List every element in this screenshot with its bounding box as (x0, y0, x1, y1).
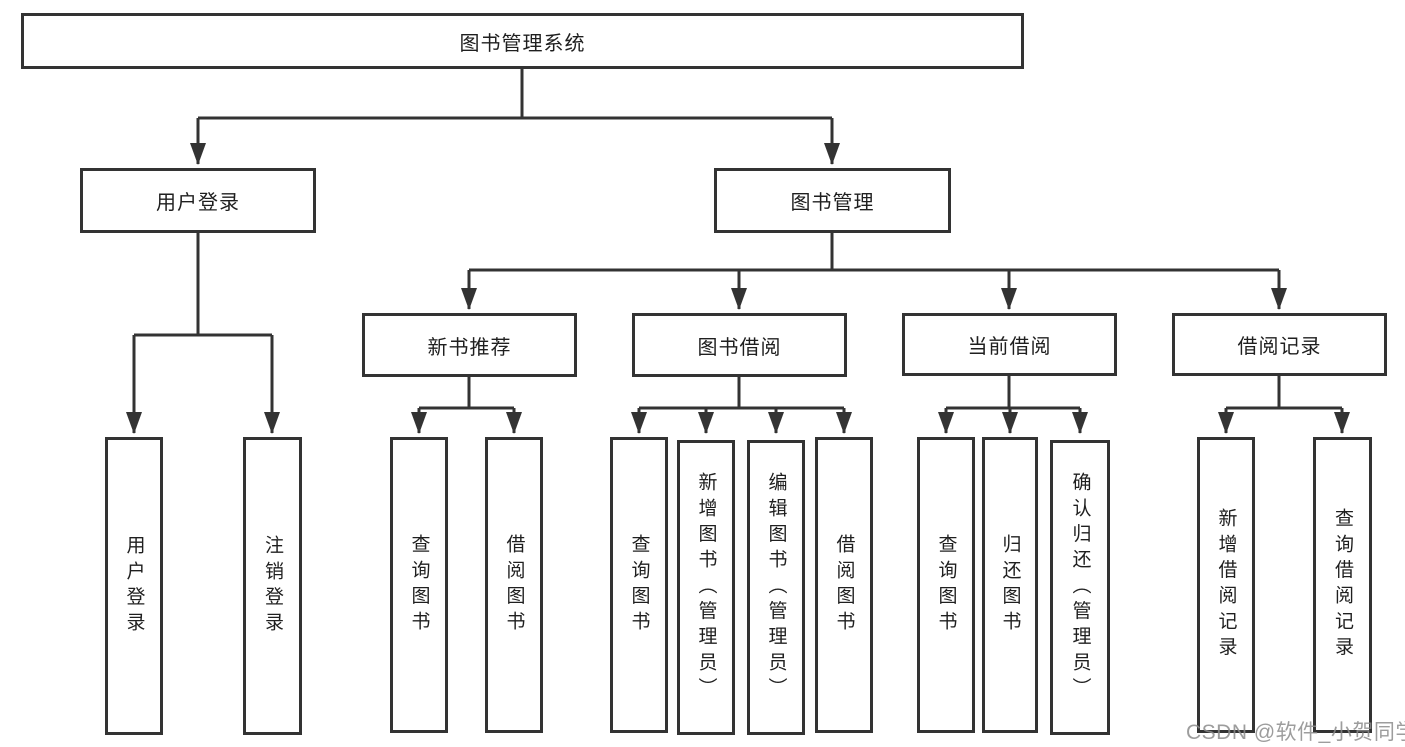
leaf-borrow-book-recommend: 借阅图书 (485, 437, 543, 733)
leaf-edit-book-admin: 编辑图书（管理员） (747, 440, 805, 735)
leaf-confirm-return-admin: 确认归还（管理员） (1050, 440, 1110, 735)
leaf-query-book-recommend: 查询图书 (390, 437, 448, 733)
node-root-library-system: 图书管理系统 (21, 13, 1024, 69)
watermark: CSDN @软件_小贺同学 (1186, 721, 1405, 744)
leaf-add-book-admin: 新增图书（管理员） (677, 440, 735, 735)
node-book-management-group: 图书管理 (714, 168, 951, 233)
leaf-borrow-book: 借阅图书 (815, 437, 873, 733)
node-new-book-recommend: 新书推荐 (362, 313, 577, 377)
leaf-query-book-borrow: 查询图书 (610, 437, 668, 733)
leaf-user-login: 用户登录 (105, 437, 163, 735)
leaf-return-book: 归还图书 (982, 437, 1038, 733)
node-current-borrow: 当前借阅 (902, 313, 1117, 376)
leaf-logout: 注销登录 (243, 437, 302, 735)
leaf-query-book-current: 查询图书 (917, 437, 975, 733)
node-user-login-group: 用户登录 (80, 168, 316, 233)
node-book-borrow: 图书借阅 (632, 313, 847, 377)
node-borrow-records: 借阅记录 (1172, 313, 1387, 376)
leaf-query-borrow-record: 查询借阅记录 (1313, 437, 1372, 733)
leaf-add-borrow-record: 新增借阅记录 (1197, 437, 1255, 733)
